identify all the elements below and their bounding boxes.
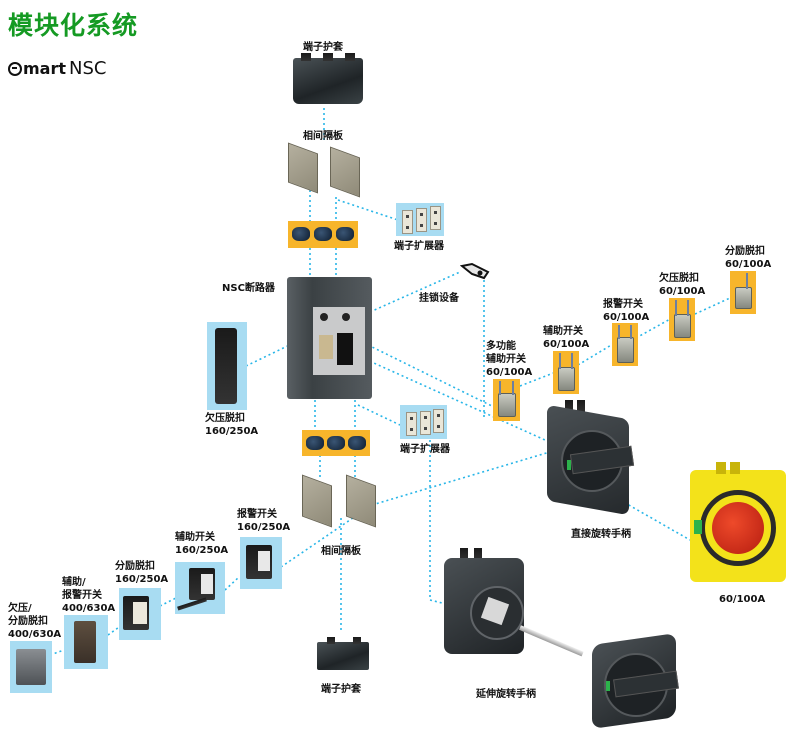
yellow-rotary-handle-image — [690, 462, 786, 582]
connector-line — [577, 343, 614, 366]
terminal-cover-bottom-image — [317, 637, 369, 670]
connector-line — [519, 371, 557, 387]
alarm-switch-60-image — [612, 323, 638, 366]
extended-handle-knob-image — [588, 633, 680, 730]
alarm-switch-160-image — [240, 537, 282, 589]
brand-nsc-text: NSC — [69, 58, 107, 79]
connector-line — [619, 499, 691, 541]
uv-release-160-image — [207, 322, 247, 410]
connector-line — [369, 271, 461, 313]
connector-line — [49, 649, 65, 656]
label-extended-rotary-handle: 延伸旋转手柄 — [476, 689, 536, 700]
smart-s-icon — [8, 61, 22, 76]
connector-line — [367, 344, 501, 411]
label-phase-barrier-bottom: 相间隔板 — [321, 546, 361, 557]
connector-line — [337, 199, 399, 221]
label-phase-barrier-top: 相间隔板 — [303, 131, 343, 142]
label-breaker: NSC断路器 — [222, 283, 275, 294]
label-terminal-cover-top: 端子护套 — [303, 42, 343, 53]
brand-logo: mart NSC — [8, 58, 106, 79]
terminal-extender-top-image — [396, 203, 444, 236]
label-terminal-extender-top: 端子扩展器 — [394, 241, 444, 252]
aux-switch-160-image — [175, 562, 225, 614]
padlock-device-image — [459, 262, 490, 280]
page-title: 模块化系统 — [8, 11, 139, 40]
uv-shunt-release-400-image — [10, 641, 52, 693]
connector-line — [635, 317, 673, 339]
aux-switch-60-image — [553, 351, 579, 394]
direct-rotary-handle-image — [545, 400, 635, 516]
label-padlock: 挂锁设备 — [419, 293, 459, 304]
extended-handle-base-image — [440, 548, 532, 658]
shunt-release-60-image — [730, 271, 756, 314]
connector-line — [224, 577, 239, 591]
label-terminal-extender-bottom: 端子扩展器 — [400, 444, 450, 455]
terminal-connectors-bottom — [302, 430, 370, 456]
connector-line — [694, 297, 731, 315]
label-direct-rotary-handle: 直接旋转手柄 — [571, 529, 631, 540]
brand-smart-text: mart — [23, 59, 67, 78]
label-yellow-handle-rating: 60/100A — [719, 594, 766, 605]
uv-release-60-image — [669, 298, 695, 341]
connector-line — [159, 597, 177, 607]
terminal-connectors-top — [288, 221, 358, 248]
connector-line — [357, 404, 401, 426]
nsc-breaker-image — [287, 277, 372, 399]
terminal-extender-bottom-image — [400, 405, 447, 439]
aux-alarm-switch-400-image — [64, 615, 108, 669]
multi-aux-switch-60-image — [493, 379, 520, 421]
label-terminal-cover-bottom: 端子护套 — [321, 684, 361, 695]
shunt-release-160-image — [119, 588, 161, 640]
connector-line — [429, 599, 443, 604]
terminal-cover-top-image — [293, 53, 363, 104]
